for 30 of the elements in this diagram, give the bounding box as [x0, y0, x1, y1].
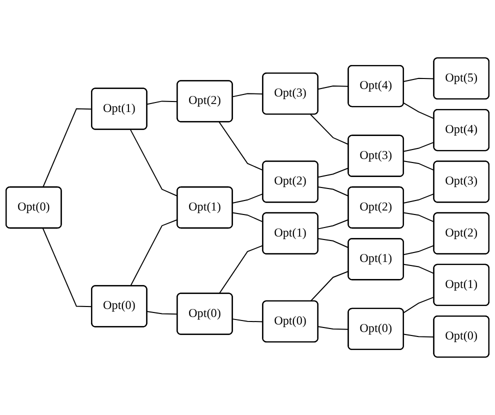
- connector: [42, 228, 92, 308]
- connector: [232, 93, 264, 98]
- connector: [403, 102, 435, 120]
- connector: [232, 212, 264, 222]
- connector: [403, 296, 435, 314]
- connector: [318, 326, 350, 330]
- connector: [232, 193, 264, 204]
- connector: [403, 193, 435, 204]
- connector: [146, 310, 178, 315]
- connector: [310, 114, 350, 145]
- connector: [218, 244, 264, 294]
- connector: [232, 318, 264, 322]
- connector: [318, 219, 350, 230]
- connector: [318, 186, 350, 197]
- connector: [403, 264, 435, 274]
- connector: [403, 212, 435, 222]
- connector: [403, 244, 435, 256]
- connector: [146, 100, 178, 105]
- connector: [403, 78, 435, 82]
- connector: [42, 108, 92, 188]
- connector: [318, 86, 350, 90]
- connector: [403, 142, 435, 152]
- connector: [318, 168, 350, 178]
- connector: [310, 270, 350, 302]
- connector: [218, 122, 264, 171]
- connector: [130, 219, 178, 287]
- connector: [318, 238, 350, 248]
- connector: [130, 129, 178, 197]
- connector: [403, 334, 435, 338]
- connector: [403, 160, 435, 171]
